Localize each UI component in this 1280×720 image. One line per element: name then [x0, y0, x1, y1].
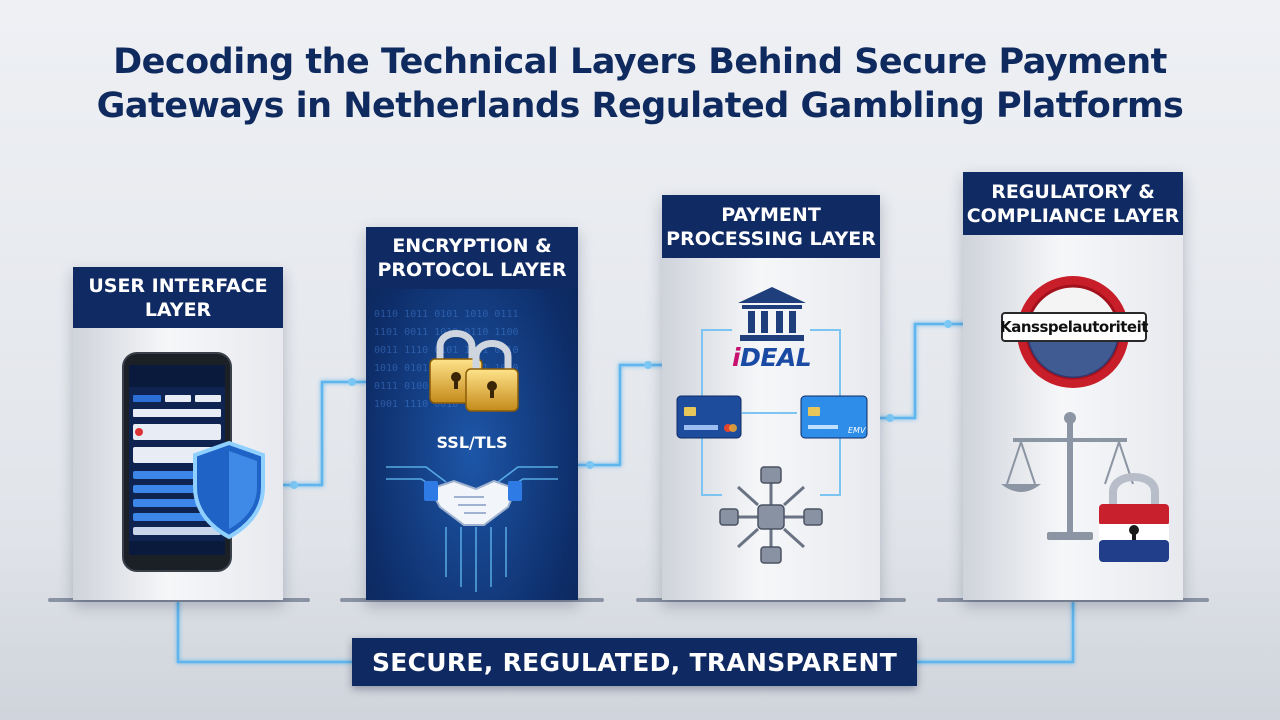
title-line-2: Gateways in Netherlands Regulated Gambli… — [96, 86, 1184, 126]
padlock-icon — [429, 330, 519, 412]
ideal-text: iDEAL — [732, 343, 812, 372]
payment-network — [701, 329, 841, 496]
title-line-1: Decoding the Technical Layers Behind Sec… — [113, 42, 1167, 82]
layer-card-encryption: 0110 1011 0101 1010 0111 1101 0011 1010 … — [366, 227, 578, 600]
dutch-flag-padlock-icon — [1099, 473, 1169, 562]
smartphone-icon — [122, 352, 265, 572]
connector-enc-pay — [576, 363, 664, 467]
credit-card-icon — [676, 395, 742, 439]
connector-footer-right — [915, 598, 1075, 664]
page-title: Decoding the Technical Layers Behind Sec… — [40, 40, 1240, 128]
scales-icon — [1001, 412, 1134, 540]
svg-text:0110 1011 0101 1010 0111: 0110 1011 0101 1010 0111 — [374, 309, 519, 320]
layer-title-line-1: REGULATORY & — [991, 180, 1155, 203]
ideal-text-i: i — [732, 343, 741, 372]
layer-title-line-2: PROCESSING LAYER — [666, 227, 876, 250]
authority-label: Kansspelautoriteit — [1000, 312, 1148, 342]
bank-icon — [738, 287, 806, 341]
layer-title-line-1: ENCRYPTION & — [392, 235, 552, 257]
layer-title-line-2: LAYER — [144, 298, 212, 321]
credit-card-icon-2: EMV — [800, 395, 868, 439]
layer-title-line-1: USER INTERFACE — [88, 274, 268, 297]
layer-card-payment-processing: PAYMENT PROCESSING LAYER iDEAL EMV — [662, 195, 880, 600]
connector-ui-enc — [281, 380, 368, 487]
tagline-banner: SECURE, REGULATED, TRANSPARENT — [352, 638, 917, 686]
layer-title-line-2: PROTOCOL LAYER — [377, 259, 567, 281]
blockchain-icon — [719, 466, 823, 564]
ssl-tls-label: SSL/TLS — [436, 433, 508, 452]
layer-header-payment-processing: PAYMENT PROCESSING LAYER — [662, 195, 880, 258]
shield-icon — [193, 440, 265, 540]
handshake-icon — [424, 479, 522, 526]
card-brand-text: EMV — [848, 426, 866, 435]
layer-header-regulatory: REGULATORY & COMPLIANCE LAYER — [963, 172, 1183, 235]
connector-footer-left — [176, 598, 354, 664]
layer-header-user-interface: USER INTERFACE LAYER — [73, 267, 283, 328]
layer-header-encryption: ENCRYPTION & PROTOCOL LAYER — [366, 227, 578, 289]
ideal-text-rest: DEAL — [740, 343, 812, 372]
layer-title-line-2: COMPLIANCE LAYER — [966, 204, 1180, 227]
ideal-label: iDEAL — [732, 343, 812, 372]
connector-pay-reg — [878, 322, 965, 420]
layer-card-user-interface: USER INTERFACE LAYER — [73, 267, 283, 600]
layer-card-regulatory: REGULATORY & COMPLIANCE LAYER Kansspelau… — [963, 172, 1183, 600]
layer-title-line-1: PAYMENT — [721, 203, 821, 226]
